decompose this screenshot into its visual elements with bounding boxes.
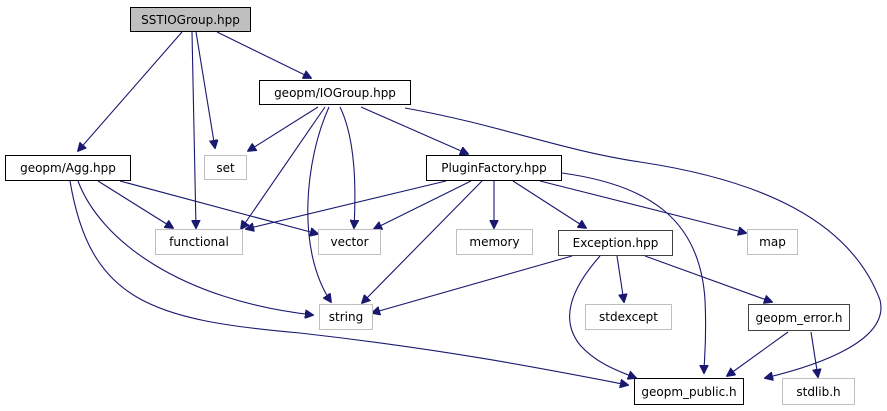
edge-iogroup-functional — [241, 106, 326, 229]
edge-pluginfactory-geopm_public — [561, 172, 706, 373]
edge-pluginfactory-vector — [374, 180, 472, 229]
node-string[interactable]: string — [319, 304, 373, 330]
edge-iogroup-pluginfactory — [360, 106, 468, 154]
edge-agg-functional — [97, 180, 173, 228]
node-sstiogroup[interactable]: SSTIOGroup.hpp — [130, 7, 251, 32]
edge-exception-string — [372, 255, 573, 313]
edge-agg-string — [77, 180, 313, 315]
edge-pluginfactory-map — [539, 180, 746, 233]
node-agg[interactable]: geopm/Agg.hpp — [5, 155, 131, 181]
edge-geopm_error-stdlib — [810, 331, 818, 377]
edge-iogroup-set — [248, 106, 319, 151]
edge-pluginfactory-exception — [512, 180, 586, 228]
node-pluginfactory[interactable]: PluginFactory.hpp — [426, 155, 562, 181]
edge-iogroup-vector — [339, 106, 355, 228]
node-geopm-error[interactable]: geopm_error.h — [748, 304, 850, 331]
edge-root-functional — [192, 31, 196, 228]
node-exception[interactable]: Exception.hpp — [558, 230, 673, 256]
edge-root-iogroup — [216, 31, 311, 78]
edge-agg-vector — [119, 180, 318, 234]
node-stdlib[interactable]: stdlib.h — [782, 378, 855, 405]
node-set[interactable]: set — [204, 155, 247, 180]
node-memory[interactable]: memory — [456, 229, 533, 255]
node-map[interactable]: map — [747, 229, 798, 255]
edge-root-set — [195, 31, 215, 148]
node-geopm-public[interactable]: geopm_public.h — [634, 378, 744, 405]
edge-iogroup-string — [307, 106, 331, 302]
edge-geopm_error-geopm_public — [727, 331, 789, 376]
edge-exception-geopm_error — [644, 255, 772, 302]
edge-pluginfactory-string — [362, 180, 483, 303]
edge-pluginfactory-functional — [246, 180, 447, 229]
edge-exception-geopm_public — [569, 255, 636, 378]
edge-iogroup-geopm_public — [404, 107, 882, 378]
node-stdexcept[interactable]: stdexcept — [585, 304, 672, 330]
edge-root-agg — [78, 31, 183, 151]
edge-agg-geopm_public — [69, 180, 628, 385]
node-iogroup[interactable]: geopm/IOGroup.hpp — [259, 80, 411, 105]
node-functional[interactable]: functional — [155, 229, 243, 255]
node-vector[interactable]: vector — [318, 229, 381, 255]
edge-exception-stdexcept — [616, 255, 624, 302]
